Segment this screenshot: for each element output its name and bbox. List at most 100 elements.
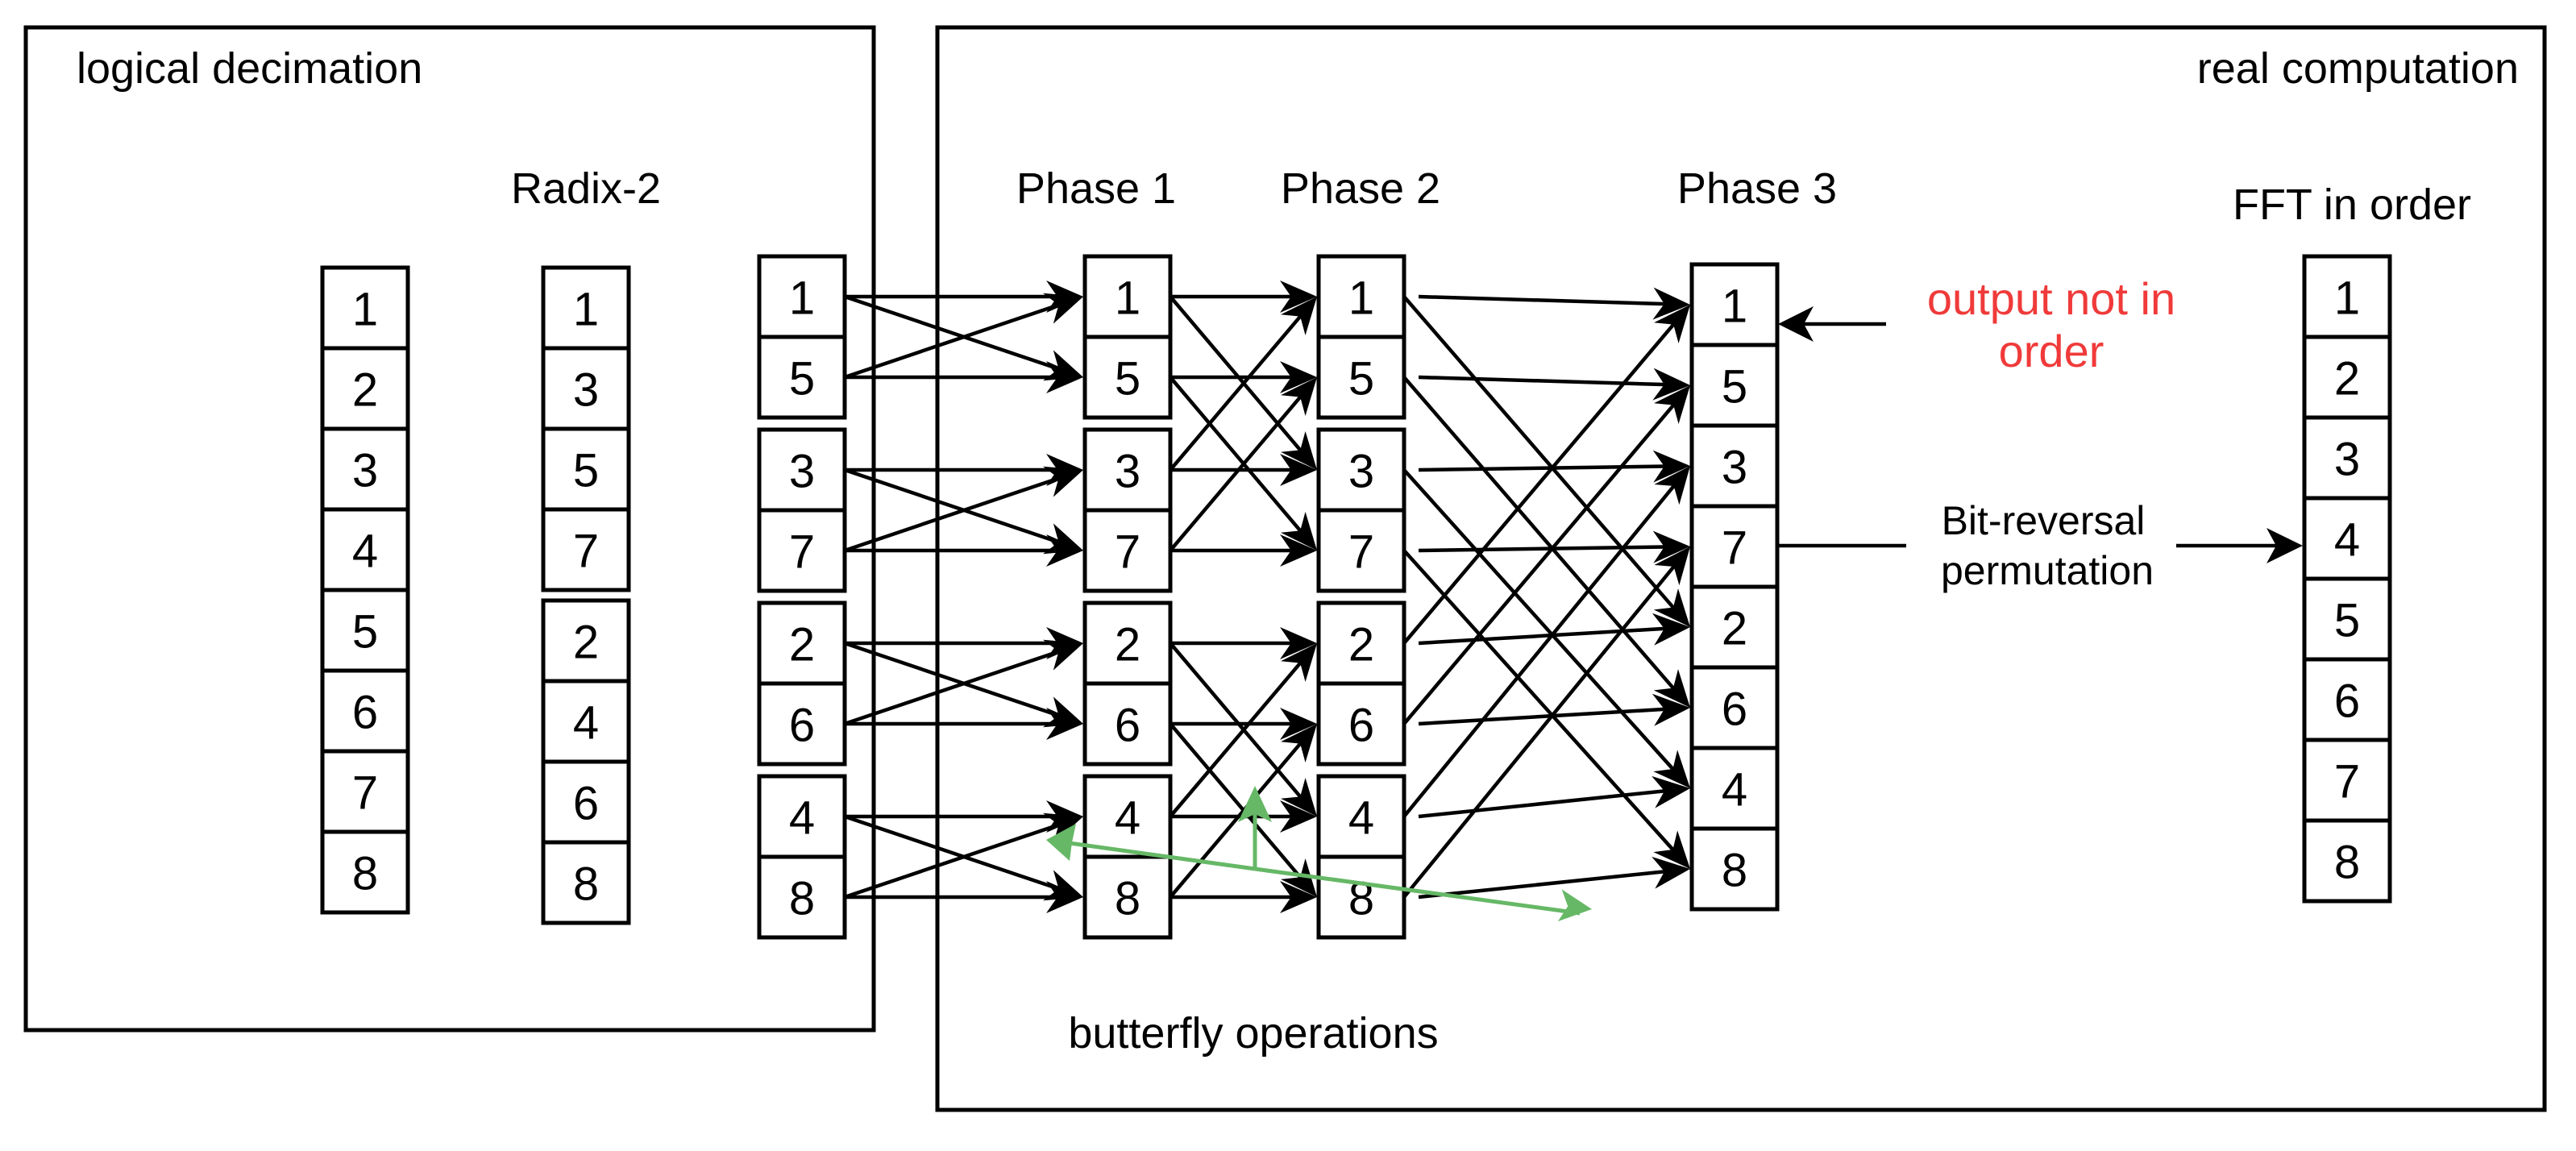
butterfly-edge	[1418, 287, 1690, 320]
fft-in-order-label: FFT in order	[2233, 181, 2471, 229]
cell-value: 5	[1722, 361, 1747, 413]
array-cell	[1316, 427, 1406, 513]
butterfly-pointer-arrows	[1046, 786, 1592, 922]
right-frame-title: real computation	[2197, 44, 2519, 93]
array-cell	[1082, 854, 1173, 940]
cell-value: 3	[2334, 434, 2360, 486]
cell-value: 1	[352, 284, 378, 336]
butterfly-edge	[1170, 627, 1317, 659]
array-cell	[1082, 600, 1173, 686]
cell-value: 3	[1115, 446, 1141, 498]
array-cell	[2302, 415, 2392, 501]
array-cell	[1689, 343, 1780, 428]
butterfly-edge	[1402, 546, 1690, 899]
arrowhead-icon	[1043, 293, 1083, 324]
input-pair-group: 15	[757, 254, 847, 420]
cell-value: 2	[1722, 603, 1747, 655]
butterfly-edge	[1169, 642, 1317, 817]
cell-value: 7	[1722, 522, 1747, 575]
cell-value: 3	[1722, 442, 1747, 494]
input-pair-group: 26	[757, 600, 847, 767]
array-cell	[541, 346, 631, 431]
arrowhead-icon	[1281, 297, 1317, 336]
arrowhead-icon	[1280, 280, 1317, 313]
arrowhead-icon	[1280, 454, 1317, 486]
cell-value: 3	[352, 445, 378, 497]
input-pair-group: 48	[757, 774, 847, 940]
arrowhead-icon	[1046, 881, 1083, 913]
arrowhead-icon	[1281, 724, 1317, 763]
butterfly-edge	[1418, 450, 1690, 483]
butterfly-edge	[845, 881, 1083, 913]
cell-value: 1	[2334, 272, 2360, 325]
bit-reversal-label-line2: permutation	[1941, 548, 2154, 593]
array-cell	[1689, 665, 1780, 750]
butterfly-edge	[1170, 800, 1317, 833]
arrowhead-icon	[1043, 466, 1083, 497]
cell-value: 5	[1348, 353, 1374, 405]
cell-value: 6	[2334, 675, 2360, 728]
arrowhead-icon	[1281, 511, 1317, 551]
cell-value: 5	[1115, 353, 1141, 405]
butterfly-edge	[1418, 613, 1690, 646]
cell-value: 7	[789, 526, 815, 579]
cell-value: 4	[573, 697, 599, 750]
butterfly-edge	[1169, 376, 1317, 551]
butterfly-edge	[1169, 643, 1317, 818]
butterfly-edge	[1418, 693, 1690, 726]
arrowhead-icon	[1281, 430, 1317, 470]
array-cell	[757, 681, 847, 767]
cell-value: 7	[1348, 526, 1374, 579]
arrowhead-icon	[1654, 546, 1690, 586]
phase2-pair-group: 48	[1316, 774, 1406, 940]
array-cell	[1316, 254, 1406, 339]
arrowhead-icon	[1046, 361, 1083, 393]
cell-value: 3	[573, 364, 599, 417]
array-cell	[1082, 774, 1173, 859]
butterfly-edge	[1169, 724, 1317, 899]
green-arrowhead-icon	[1238, 786, 1272, 822]
cell-value: 1	[1115, 272, 1141, 325]
arrowhead-icon	[1654, 385, 1690, 425]
phase2-pair-group: 15	[1316, 254, 1406, 420]
cell-value: 1	[573, 284, 599, 336]
logical-decimation-frame	[23, 25, 876, 1033]
cell-value: 8	[789, 873, 815, 925]
cell-value: 7	[352, 767, 378, 820]
array-cell	[757, 774, 847, 859]
butterfly-edge	[844, 293, 1083, 380]
arrowhead-icon	[1652, 368, 1690, 401]
cell-value: 7	[2334, 756, 2360, 808]
arrowhead-icon	[1652, 693, 1690, 726]
array-cell	[757, 508, 847, 593]
butterfly-edge	[1170, 454, 1317, 486]
arrowhead-icon	[2266, 528, 2303, 563]
cell-value: 4	[2334, 514, 2360, 567]
real-computation-frame	[935, 25, 2547, 1112]
butterfly-edge	[1170, 361, 1317, 393]
cell-value: 6	[789, 700, 815, 752]
array-cell	[2302, 496, 2392, 581]
array-cell	[541, 840, 631, 925]
butterfly-edge	[844, 812, 1083, 900]
butterfly-edge	[1402, 466, 1690, 818]
butterfly-edge	[1170, 708, 1317, 740]
array-cell	[541, 679, 631, 764]
cell-value: 2	[2334, 353, 2360, 405]
butterfly-operations-label: butterfly operations	[1068, 1009, 1438, 1058]
array-cell	[541, 507, 631, 592]
array-cell	[757, 854, 847, 940]
cell-value: 2	[789, 619, 815, 671]
cell-value: 4	[1722, 764, 1747, 817]
array-cell	[1689, 826, 1780, 912]
arrowhead-icon	[1652, 287, 1690, 320]
array-cell	[1082, 334, 1173, 420]
array-cell	[1689, 584, 1780, 670]
butterfly-edge	[1169, 377, 1317, 552]
cell-value: 2	[1348, 619, 1374, 671]
butterfly-edge	[1418, 368, 1690, 401]
array-cell	[1082, 508, 1173, 593]
butterfly-edge	[1170, 280, 1317, 313]
bit-reversal-label-line1: Bit-reversal	[1942, 498, 2146, 543]
